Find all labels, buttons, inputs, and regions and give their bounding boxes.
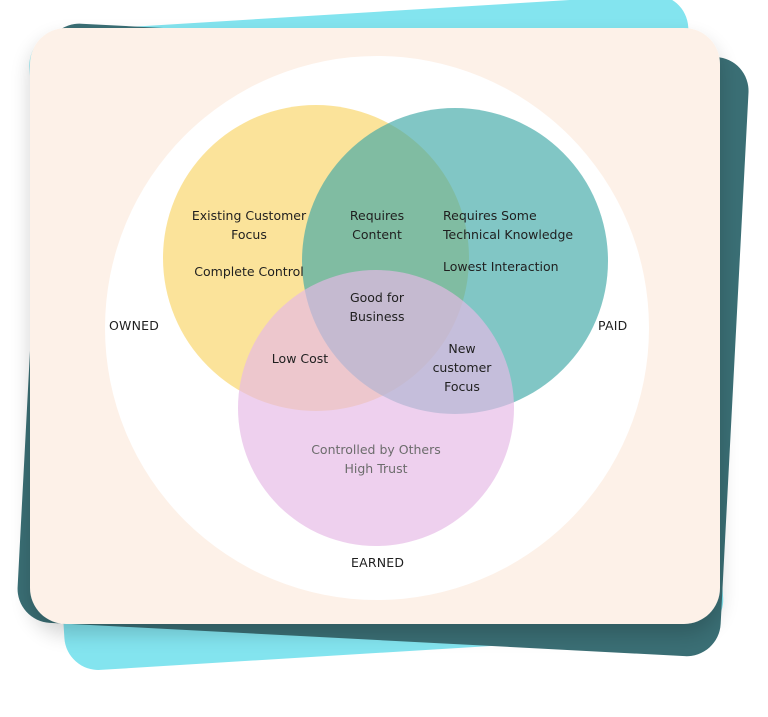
center-line-1: Good for xyxy=(349,290,405,305)
owned-paid-region-text: Requires Content xyxy=(335,206,419,244)
owned-region-text-2: Complete Control xyxy=(188,262,310,281)
paid-earned-line-2: customer xyxy=(432,360,492,375)
earned-line-1: Controlled by Others xyxy=(311,442,441,457)
owned-region-text: Existing Customer Focus xyxy=(188,206,310,244)
owned-earned-line-1: Low Cost xyxy=(271,351,329,366)
earned-circle xyxy=(238,270,514,546)
owned-line-1: Existing Customer xyxy=(191,208,307,223)
owned-earned-region-text: Low Cost xyxy=(262,349,338,368)
paid-region-text: Requires Some Technical Knowledge xyxy=(443,206,573,244)
owned-label: OWNED xyxy=(109,318,160,333)
owned-line-2: Focus xyxy=(231,227,267,242)
earned-label: EARNED xyxy=(351,555,405,570)
center-region-text: Good for Business xyxy=(335,288,419,326)
paid-region-text-2: Lowest Interaction xyxy=(443,257,559,276)
paid-earned-region-text: New customer Focus xyxy=(422,339,502,396)
paid-earned-line-3: Focus xyxy=(444,379,480,394)
center-line-2: Business xyxy=(349,309,405,324)
owned-paid-line-1: Requires xyxy=(349,208,405,223)
earned-line-2: High Trust xyxy=(344,461,408,476)
paid-line-2: Technical Knowledge xyxy=(443,227,574,242)
paid-earned-line-1: New xyxy=(448,341,476,356)
owned-line-3: Complete Control xyxy=(194,264,304,279)
owned-paid-line-2: Content xyxy=(352,227,402,242)
earned-region-text: Controlled by Others High Trust xyxy=(296,440,456,478)
paid-line-3: Lowest Interaction xyxy=(443,259,559,274)
paid-label: PAID xyxy=(598,318,628,333)
paid-line-1: Requires Some xyxy=(443,208,537,223)
